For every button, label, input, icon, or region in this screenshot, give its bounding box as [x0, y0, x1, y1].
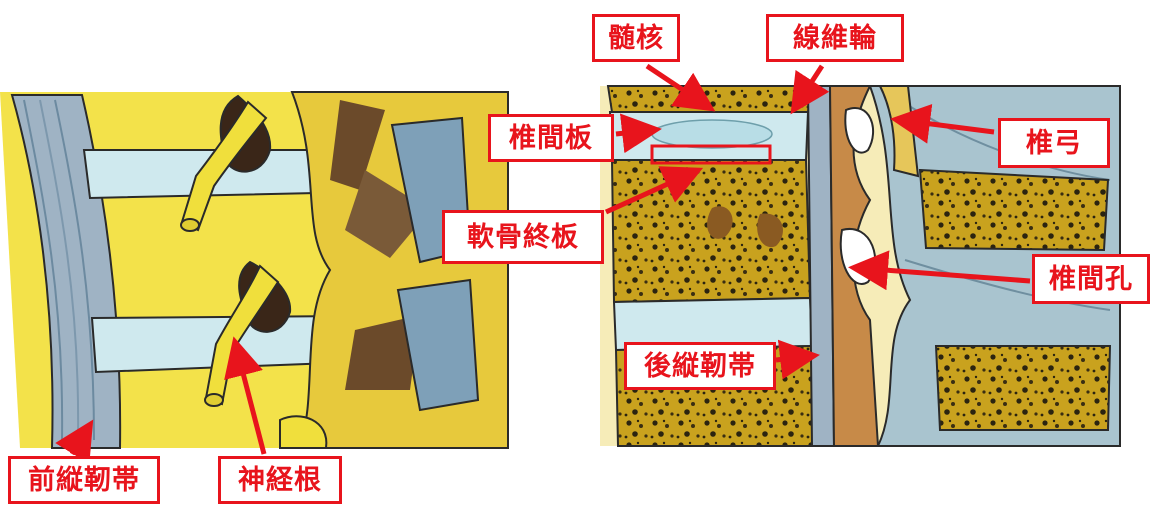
- label-anterior-longitudinal-ligament: 前縦靭帯: [8, 456, 160, 504]
- label-nucleus-pulposus: 髄核: [592, 14, 680, 62]
- label-vertebral-arch: 椎弓: [998, 118, 1110, 168]
- label-annulus-fibrosus: 線維輪: [766, 14, 904, 62]
- label-intervertebral-foramen: 椎間孔: [1032, 254, 1150, 304]
- left-spine-illustration: [0, 92, 508, 448]
- label-posterior-longitudinal-ligament: 後縦靭帯: [624, 342, 776, 390]
- nucleus-pulposus-shape: [652, 120, 772, 148]
- vertebral-body-upper-fragment: [608, 86, 812, 112]
- spinous-process-upper: [920, 170, 1108, 250]
- label-intervertebral-disc: 椎間板: [488, 114, 614, 162]
- label-nerve-root: 神経根: [218, 456, 342, 504]
- label-cartilage-endplate: 軟骨終板: [442, 210, 604, 264]
- spinous-process-lower: [936, 346, 1110, 430]
